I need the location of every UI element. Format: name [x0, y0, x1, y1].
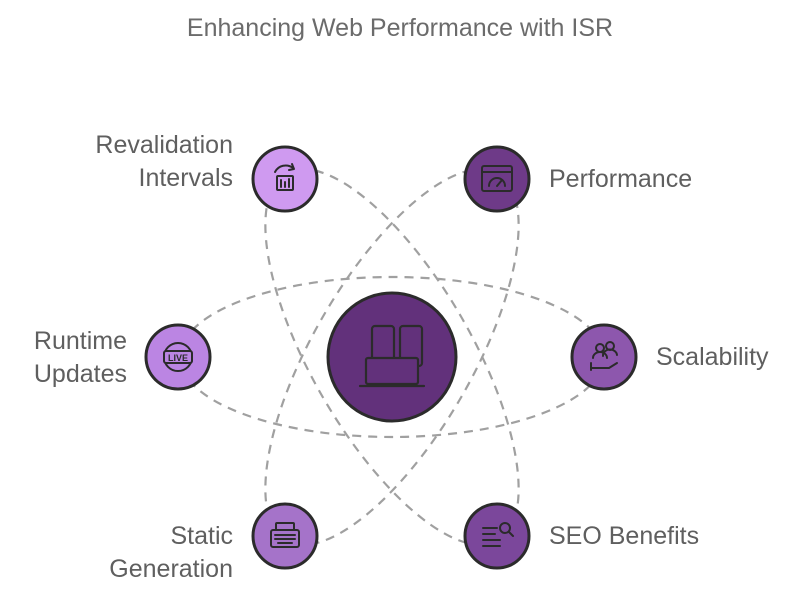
label-runtime-updates: Runtime Updates [34, 325, 127, 391]
label-line: Intervals [138, 164, 233, 192]
node-static-generation [251, 502, 319, 570]
users-growth-icon [590, 341, 618, 371]
label-static-generation: Static Generation [109, 520, 233, 586]
node-revalidation-intervals [251, 145, 319, 213]
label-revalidation-intervals: Revalidation Intervals [95, 129, 233, 195]
label-line: SEO Benefits [549, 522, 700, 550]
node-seo-benefits [463, 502, 531, 570]
live-globe-icon: LIVE [163, 342, 193, 372]
diagram-title: Enhancing Web Performance with ISR [186, 14, 614, 42]
label-line: Static [170, 522, 233, 550]
typewriter-icon [270, 522, 300, 548]
node-performance [463, 145, 531, 213]
center-hub [326, 291, 458, 423]
refresh-calendar-icon [274, 163, 295, 191]
label-line: Updates [33, 360, 127, 388]
node-runtime-updates: LIVE [144, 323, 212, 391]
search-list-icon [482, 522, 514, 547]
label-line: Generation [109, 555, 233, 583]
label-line: Runtime [33, 327, 127, 355]
label-seo-benefits: SEO Benefits [549, 520, 699, 553]
svg-text:LIVE: LIVE [168, 353, 188, 363]
label-line: Revalidation [95, 131, 233, 159]
label-scalability: Scalability [656, 341, 769, 374]
label-performance: Performance [549, 163, 692, 196]
node-scalability [570, 323, 638, 391]
browser-speed-icon [481, 165, 513, 192]
label-line: Performance [549, 165, 693, 193]
devices-icon [358, 324, 426, 388]
label-line: Scalability [656, 343, 769, 371]
